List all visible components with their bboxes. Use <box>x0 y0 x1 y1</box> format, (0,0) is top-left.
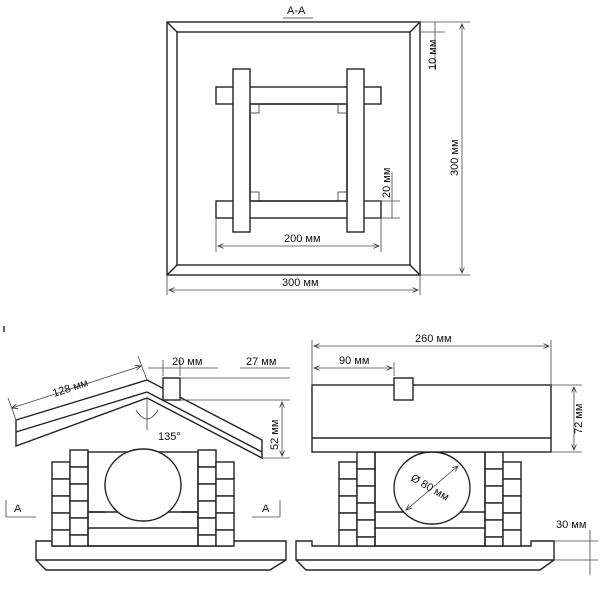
corner-br <box>409 264 421 276</box>
section-marker-right: A <box>262 503 270 515</box>
roof-line-l <box>15 391 148 433</box>
corner-tr <box>409 21 421 33</box>
inner-corner-bl <box>249 191 260 202</box>
dim-10-label: 10 мм <box>427 40 439 70</box>
dim-300r-label: 300 мм <box>449 139 461 176</box>
section-marker-left: A <box>14 503 22 515</box>
dim-128-ext-r <box>137 355 148 381</box>
dim-diameter-line <box>406 466 458 510</box>
dim-52-label: 52 мм <box>269 420 281 450</box>
section-title: A-A <box>287 5 306 17</box>
angle-label: 135° <box>158 431 181 443</box>
dim-300b-label: 300 мм <box>282 277 319 289</box>
roof-line-r <box>146 391 263 453</box>
left-post <box>232 68 251 233</box>
dim-30-label: 30 мм <box>556 519 586 531</box>
dim-27-label: 27 мм <box>246 356 276 368</box>
corner-tl <box>166 21 178 33</box>
inner-corner-tr <box>337 103 348 114</box>
dim-128-line <box>12 366 141 408</box>
side-chimney <box>393 377 414 401</box>
inner-frame <box>176 31 411 266</box>
top-view: A-A 10 мм 300 мм 20 мм <box>166 5 470 295</box>
front-chimney <box>162 377 181 401</box>
dim-260-label: 260 мм <box>415 333 452 345</box>
dim-72-label: 72 мм <box>573 404 585 434</box>
right-post <box>346 68 365 233</box>
side-right-logs <box>484 451 522 547</box>
dim-f20-label: 20 мм <box>172 356 202 368</box>
side-roof <box>311 384 552 453</box>
inner-corner-br <box>337 191 348 202</box>
front-left-logs <box>51 449 89 547</box>
dim-90-label: 90 мм <box>339 355 369 367</box>
inner-corner-tl <box>249 103 260 114</box>
dim-200-label: 200 мм <box>284 233 321 245</box>
side-view: 260 мм 90 мм 72 мм Ø 80 мм 30 мм <box>295 333 598 575</box>
front-view: 128 мм 20 мм 27 мм 52 мм 135° A A <box>3 326 290 571</box>
dim-20-label: 20 мм <box>381 168 393 198</box>
side-left-logs <box>338 451 376 547</box>
outer-frame <box>166 21 421 276</box>
front-entrance-hole <box>104 448 182 522</box>
inner-square <box>249 103 348 202</box>
corner-bl <box>166 264 178 276</box>
front-right-logs <box>197 449 235 547</box>
dim-128-ext-l <box>7 397 17 421</box>
dim-128-label: 128 мм <box>51 377 89 400</box>
